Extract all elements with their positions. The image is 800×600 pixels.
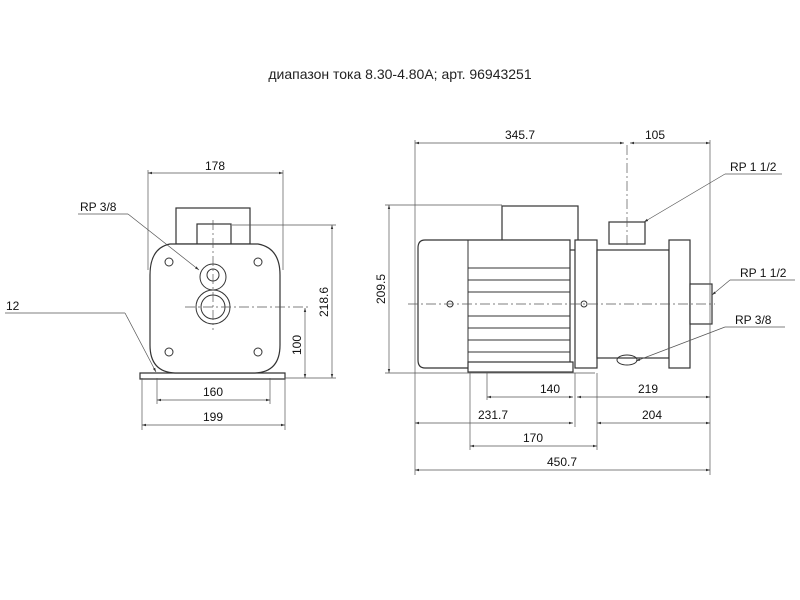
side-view: 345.7 105 209.5 140 219 231.7 204 170 45… <box>374 128 795 475</box>
dim-199: 199 <box>203 410 223 424</box>
dim-105: 105 <box>645 128 665 142</box>
label-rp-3-8-front: RP 3/8 <box>80 200 117 214</box>
dim-178: 178 <box>205 159 225 173</box>
front-view: 178 218.6 100 160 199 12 RP 3/8 <box>5 159 336 430</box>
dim-170: 170 <box>523 431 543 445</box>
dim-231-7: 231.7 <box>478 408 508 422</box>
label-outlet-rp-1-1-2: RP 1 1/2 <box>730 160 777 174</box>
dim-204: 204 <box>642 408 662 422</box>
pump-body-front <box>149 243 281 374</box>
dim-219: 219 <box>638 382 658 396</box>
dim-218-6: 218.6 <box>317 287 331 317</box>
dim-100: 100 <box>290 335 304 355</box>
dim-160: 160 <box>203 385 223 399</box>
dim-345-7: 345.7 <box>505 128 535 142</box>
base-feet <box>139 372 286 380</box>
dim-209-5: 209.5 <box>374 274 388 304</box>
drawing-title: диапазон тока 8.30-4.80A; арт. 96943251 <box>268 66 532 82</box>
dim-140: 140 <box>540 382 560 396</box>
label-12: 12 <box>6 299 20 313</box>
label-inlet-rp-1-1-2: RP 1 1/2 <box>740 266 787 280</box>
dim-450-7: 450.7 <box>547 455 577 469</box>
label-drain-rp-3-8: RP 3/8 <box>735 313 772 327</box>
